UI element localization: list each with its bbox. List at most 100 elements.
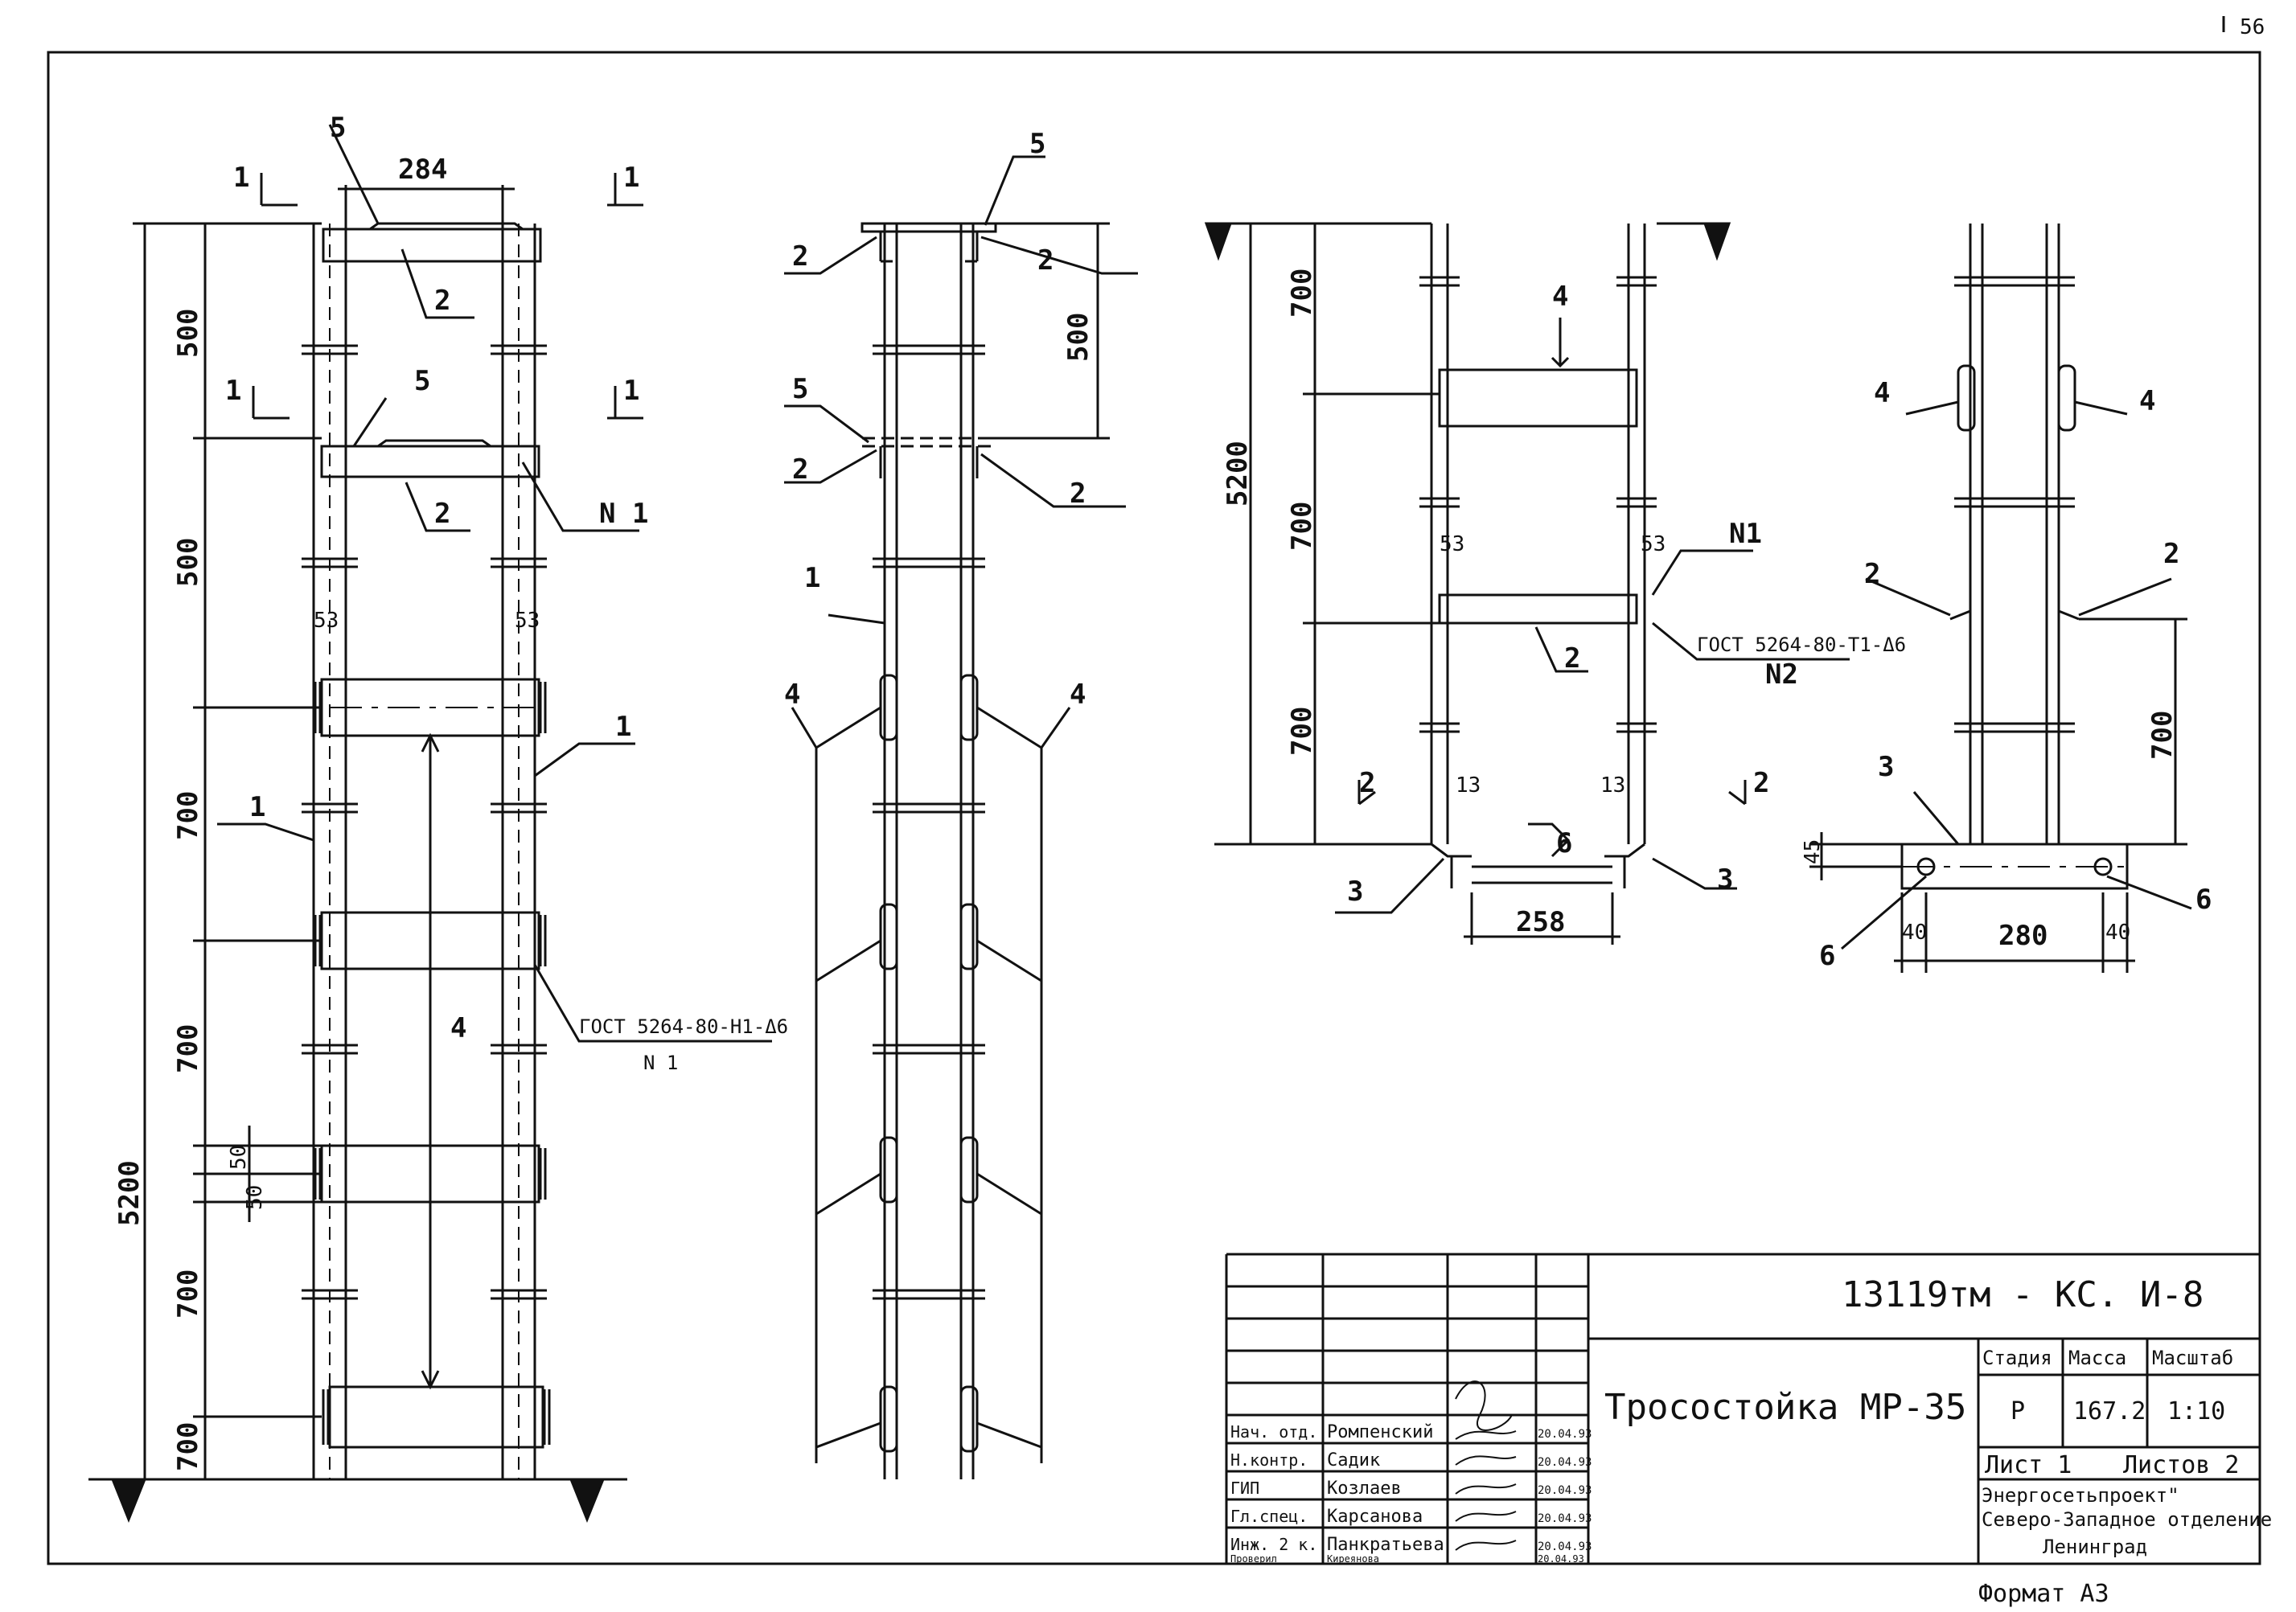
v1-section-mark-right: 1 bbox=[623, 162, 639, 194]
v3-offset-right: 53 bbox=[1641, 532, 1666, 556]
v2-part-2d: 2 bbox=[1070, 478, 1086, 510]
sig-date: 20.04.93 bbox=[1538, 1512, 1592, 1525]
v4-base-dim-0: 40 bbox=[1902, 921, 1927, 945]
v4-part-3: 3 bbox=[1878, 751, 1894, 783]
v1-node: N 1 bbox=[599, 498, 648, 530]
v4-part-2b: 2 bbox=[2163, 538, 2179, 570]
sig-date: 20.04.93 bbox=[1538, 1540, 1592, 1553]
v1-spacing-0: 500 bbox=[172, 309, 204, 358]
v4-part-6b: 6 bbox=[2195, 884, 2212, 916]
v1-width-dim: 284 bbox=[398, 154, 447, 186]
v3-small-left: 13 bbox=[1456, 773, 1481, 798]
v2-part-1: 1 bbox=[804, 562, 820, 594]
mass-header: Масса bbox=[2068, 1347, 2126, 1369]
v1-part-1a: 1 bbox=[615, 711, 631, 743]
stage-value: Р bbox=[2011, 1397, 2025, 1425]
v1-part-4: 4 bbox=[450, 1012, 466, 1044]
sig-role: Нач. отд. bbox=[1230, 1422, 1317, 1442]
v1-part-5a: 5 bbox=[330, 112, 346, 144]
v1-part-2b: 2 bbox=[434, 498, 450, 530]
view2-side bbox=[784, 155, 1138, 1479]
v1-part-5b: 5 bbox=[414, 365, 430, 397]
drawing-title: Тросостойка МР-35 bbox=[1604, 1387, 1966, 1428]
org-line2: Северо-Западное отделение bbox=[1982, 1508, 2272, 1531]
v2-part-5a: 5 bbox=[1029, 128, 1045, 160]
v2-part-2c: 2 bbox=[792, 453, 808, 486]
v2-part-2a: 2 bbox=[792, 240, 808, 273]
v3-small-right: 13 bbox=[1600, 773, 1625, 798]
org-line3: Ленинград bbox=[2043, 1536, 2147, 1558]
v3-spacing-0: 700 bbox=[1286, 269, 1318, 318]
v1-total: 5200 bbox=[113, 1160, 146, 1226]
sig-role: Н.контр. bbox=[1230, 1450, 1308, 1470]
drawing-code: 13119тм - КС. И-8 bbox=[1842, 1274, 2204, 1315]
v1-offset-right: 53 bbox=[515, 609, 540, 633]
v1-spacing-4: 700 bbox=[172, 1270, 204, 1319]
v3-part-6: 6 bbox=[1556, 827, 1572, 859]
v1-spacing-2: 700 bbox=[172, 791, 204, 840]
sig-role: Проверил bbox=[1230, 1553, 1277, 1565]
v3-sec-mark-right: 2 bbox=[1753, 767, 1769, 799]
v1-section-mark-right-2: 1 bbox=[623, 375, 639, 407]
v3-part-2: 2 bbox=[1564, 642, 1580, 675]
format-note: Формат А3 bbox=[1978, 1580, 2109, 1608]
scale-header: Масштаб bbox=[2152, 1347, 2233, 1369]
v3-spacing-2: 700 bbox=[1286, 707, 1318, 756]
view3-detail bbox=[1204, 222, 1850, 945]
v4-part-6a: 6 bbox=[1819, 940, 1835, 972]
v4-dim-base: 45 bbox=[1801, 839, 1825, 864]
sig-role: ГИП bbox=[1230, 1479, 1259, 1498]
sig-role: Гл.спец. bbox=[1230, 1507, 1308, 1526]
v2-part-5b: 5 bbox=[792, 373, 808, 405]
v2-dim: 500 bbox=[1062, 313, 1095, 362]
v1-spacing-1: 500 bbox=[172, 538, 204, 587]
v2-part-4a: 4 bbox=[784, 679, 800, 711]
sig-name: Киреянова bbox=[1327, 1553, 1379, 1565]
v1-spacing-3: 700 bbox=[172, 1024, 204, 1073]
sig-date: 20.04.93 bbox=[1538, 1553, 1584, 1565]
v4-part-4a: 4 bbox=[1874, 377, 1890, 409]
v4-base-dim-2: 40 bbox=[2105, 921, 2130, 945]
scale-value: 1:10 bbox=[2167, 1397, 2225, 1425]
sig-name: Панкратьева bbox=[1327, 1535, 1444, 1555]
v3-offset-left: 53 bbox=[1440, 532, 1464, 556]
v3-weld-node: N2 bbox=[1765, 658, 1798, 691]
org-line1: Энергосетьпроект" bbox=[1982, 1484, 2179, 1507]
v3-width-dim: 258 bbox=[1516, 906, 1565, 938]
v3-sec-mark-left: 2 bbox=[1359, 767, 1375, 799]
sig-name: Ромпенский bbox=[1327, 1422, 1433, 1442]
title-block bbox=[1225, 1253, 2260, 1564]
sig-name: Карсанова bbox=[1327, 1507, 1423, 1527]
mass-value: 167.2 bbox=[2073, 1397, 2146, 1425]
v3-part-4: 4 bbox=[1552, 281, 1568, 313]
v1-weld-spec: ГОСТ 5264-80-Н1-Δ6 bbox=[579, 1015, 788, 1038]
v1-weld-node: N 1 bbox=[643, 1052, 678, 1074]
v1-plate-dim-1: 50 bbox=[243, 1185, 267, 1210]
sheet-number: Лист 1 bbox=[1985, 1451, 2072, 1479]
stage-header: Стадия bbox=[1982, 1347, 2052, 1369]
v2-part-2b: 2 bbox=[1037, 244, 1054, 277]
v3-total: 5200 bbox=[1222, 441, 1254, 507]
v1-spacing-5: 700 bbox=[172, 1422, 204, 1471]
sig-role: Инж. 2 к. bbox=[1230, 1535, 1317, 1554]
v1-part-1b: 1 bbox=[249, 791, 265, 823]
sheets-total: Листов 2 bbox=[2123, 1451, 2240, 1479]
v1-section-mark-left-2: 1 bbox=[225, 375, 241, 407]
v4-dim-h: 700 bbox=[2146, 711, 2179, 760]
v3-node: N1 bbox=[1729, 518, 1762, 550]
v1-plate-dim-0: 50 bbox=[227, 1145, 251, 1170]
v3-part-3b: 3 bbox=[1717, 863, 1733, 896]
signature-table: Нач. отд. Ромпенский 20.04.93 Н.контр. С… bbox=[1230, 1422, 1592, 1565]
v4-part-4b: 4 bbox=[2139, 385, 2155, 417]
sig-date: 20.04.93 bbox=[1538, 1456, 1592, 1469]
v4-base-dim-1: 280 bbox=[1998, 920, 2048, 952]
view4-end bbox=[1809, 224, 2192, 973]
v1-offset-left: 53 bbox=[314, 609, 339, 633]
v1-section-mark-left: 1 bbox=[233, 162, 249, 194]
sig-name: Козлаев bbox=[1327, 1479, 1402, 1499]
sig-date: 20.04.93 bbox=[1538, 1428, 1592, 1441]
sheet-frame bbox=[47, 51, 2261, 1565]
view1-front bbox=[88, 124, 772, 1524]
v3-part-3a: 3 bbox=[1347, 876, 1363, 908]
